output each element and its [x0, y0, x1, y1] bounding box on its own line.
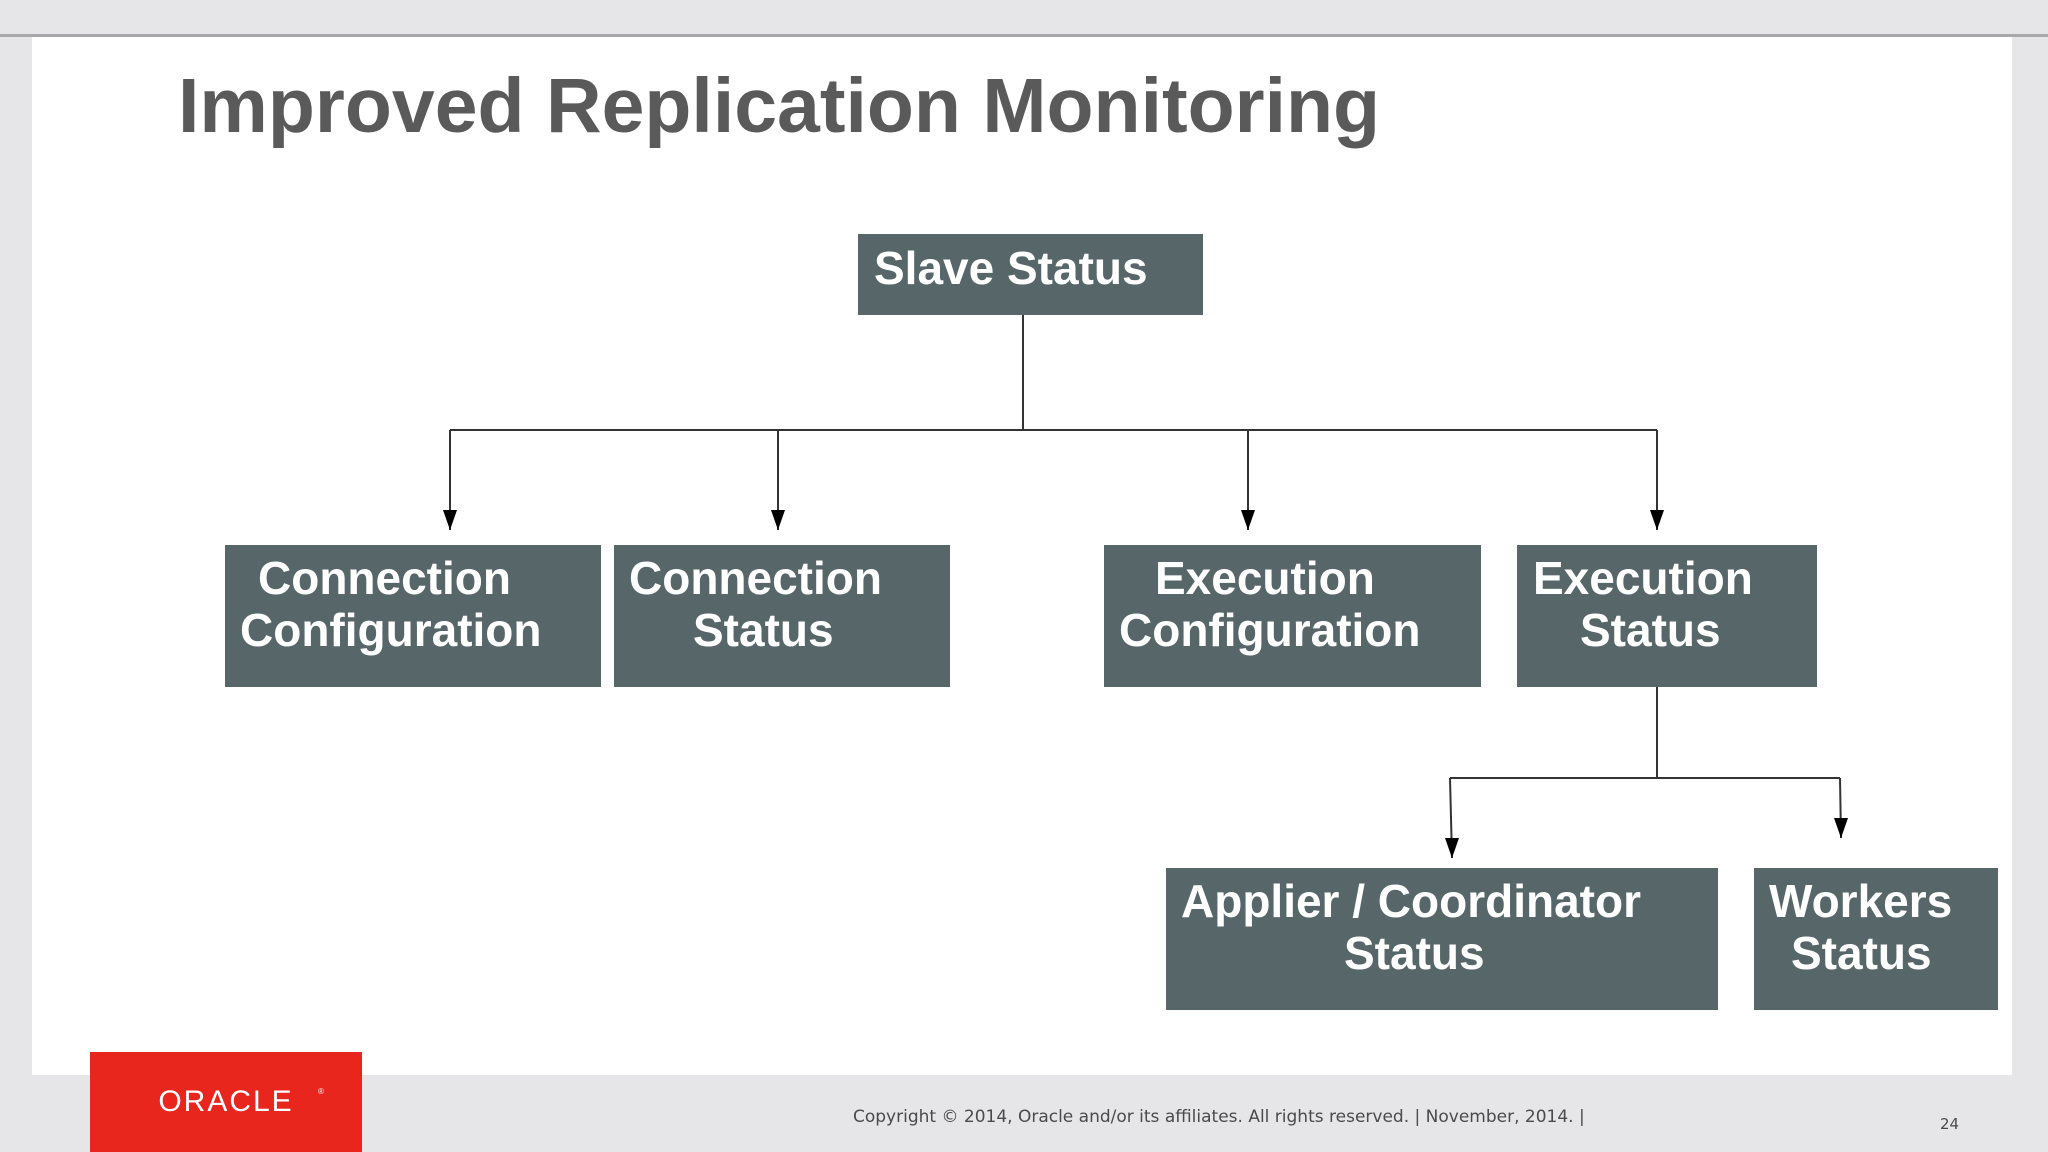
node-label-line1: Execution: [1155, 552, 1375, 604]
node-applier-coordinator-status: Applier / Coordinator Status: [1166, 868, 1718, 1010]
oracle-wordmark: ORACLE ®: [158, 1085, 324, 1118]
node-label-line1: Workers: [1769, 875, 1953, 927]
node-slave-status-label: Slave Status: [874, 242, 1148, 294]
arrow-workers-status: [1834, 777, 1848, 839]
node-label-line2: Status: [1580, 604, 1721, 656]
node-label-line2: Configuration: [1119, 604, 1421, 656]
node-label-line2: Status: [1791, 927, 1932, 979]
oracle-logo: ORACLE ®: [90, 1052, 362, 1152]
node-label-line2: Configuration: [240, 604, 542, 656]
node-label-line1: Connection: [258, 552, 511, 604]
node-connection-configuration: Connection Configuration: [225, 545, 601, 687]
node-connection-status: Connection Status: [614, 545, 950, 687]
top-bar: [0, 0, 2048, 37]
node-label-line1: Applier / Coordinator: [1181, 875, 1641, 927]
node-workers-status: Workers Status: [1754, 868, 1998, 1010]
node-label-line1: Execution: [1533, 552, 1753, 604]
node-execution-status: Execution Status: [1517, 545, 1817, 687]
node-label-line2: Status: [1344, 927, 1485, 979]
svg-text:ORACLE: ORACLE: [158, 1085, 293, 1118]
arrow-applier-coordinator: [1445, 777, 1459, 859]
svg-text:®: ®: [318, 1087, 324, 1096]
slide-title: Improved Replication Monitoring: [178, 63, 1381, 149]
node-label-line2: Status: [693, 604, 834, 656]
page-number: 24: [1940, 1115, 1960, 1133]
node-execution-configuration: Execution Configuration: [1104, 545, 1481, 687]
right-rail: [2012, 37, 2048, 1075]
node-label-line1: Connection: [629, 552, 882, 604]
node-slave-status: Slave Status: [858, 234, 1203, 315]
copyright-footer: Copyright © 2014, Oracle and/or its affi…: [853, 1107, 1585, 1127]
